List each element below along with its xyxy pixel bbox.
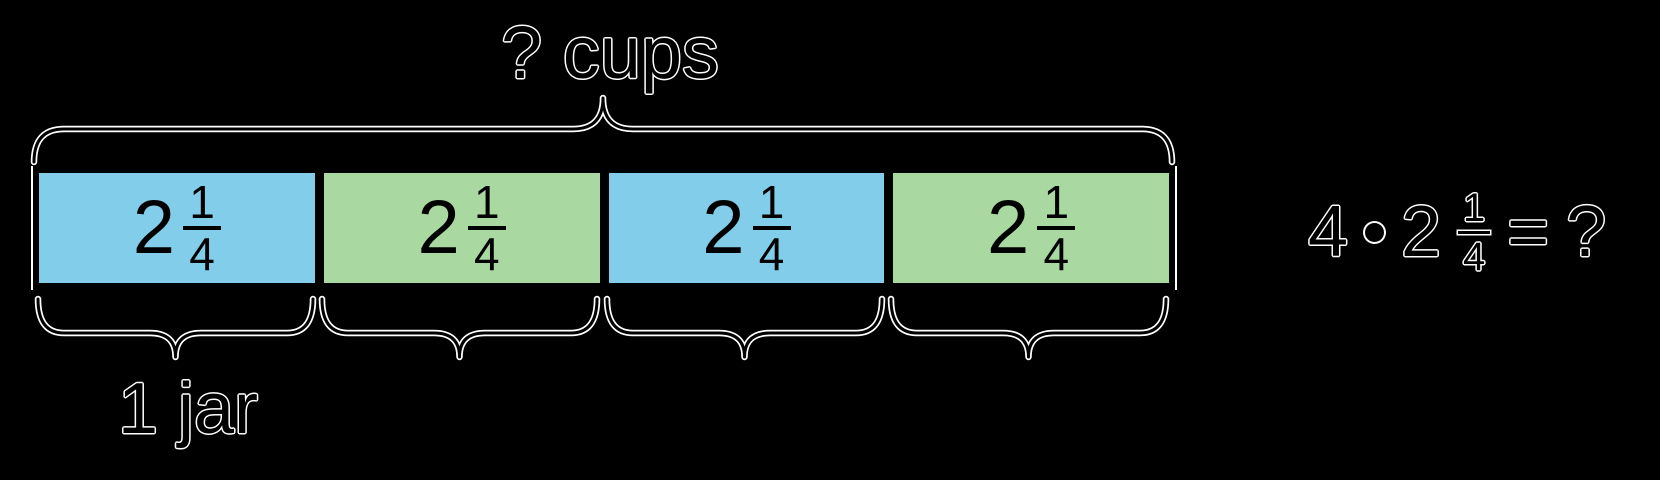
- tape-segment-3: 2 1 4: [608, 173, 885, 283]
- equation-whole-number: 2: [1401, 192, 1442, 272]
- segment-whole-number: 2: [702, 185, 745, 270]
- segment-fraction: 1 4: [183, 175, 222, 280]
- fraction-denominator: 4: [1462, 234, 1486, 279]
- tape-segment-4: 2 1 4: [893, 173, 1169, 283]
- total-cups-label: ? cups: [500, 11, 720, 94]
- fraction-bar: [1037, 226, 1076, 230]
- equation-fraction: 1 4: [1458, 185, 1491, 279]
- fraction-bar: [752, 226, 791, 230]
- segment-fraction: 1 4: [467, 175, 506, 280]
- tape-segment-1: 2 1 4: [39, 173, 315, 283]
- segment-fraction: 1 4: [752, 175, 791, 280]
- segment-whole-number: 2: [417, 185, 460, 270]
- equation-result: ?: [1566, 192, 1607, 272]
- fraction-numerator: 1: [1043, 175, 1070, 228]
- fraction-denominator: 4: [189, 228, 215, 280]
- fraction-numerator: 1: [758, 175, 785, 228]
- equation-multiplier: 4: [1308, 192, 1349, 272]
- fraction-denominator: 4: [473, 228, 500, 280]
- fraction-bar: [1458, 230, 1491, 234]
- tape-segment-2: 2 1 4: [323, 173, 600, 283]
- fraction-bar: [183, 226, 222, 230]
- fraction-bar: [467, 226, 506, 230]
- tape-bar: 2 1 4 2 1 4 2 1 4 2: [31, 166, 1177, 290]
- fraction-numerator: 1: [1462, 185, 1486, 230]
- multiplication-equation: 4 2 1 4 = ?: [1308, 168, 1606, 296]
- fraction-denominator: 4: [1043, 228, 1070, 280]
- segment-whole-number: 2: [986, 185, 1030, 270]
- segment-whole-number: 2: [132, 185, 176, 270]
- one-jar-label: 1 jar: [117, 369, 259, 449]
- segment-fraction: 1 4: [1037, 175, 1076, 280]
- multiplication-dot-icon: [1365, 222, 1385, 242]
- fraction-numerator: 1: [473, 175, 500, 228]
- fraction-numerator: 1: [189, 175, 215, 228]
- fraction-denominator: 4: [758, 228, 785, 280]
- equals-sign: =: [1507, 192, 1550, 272]
